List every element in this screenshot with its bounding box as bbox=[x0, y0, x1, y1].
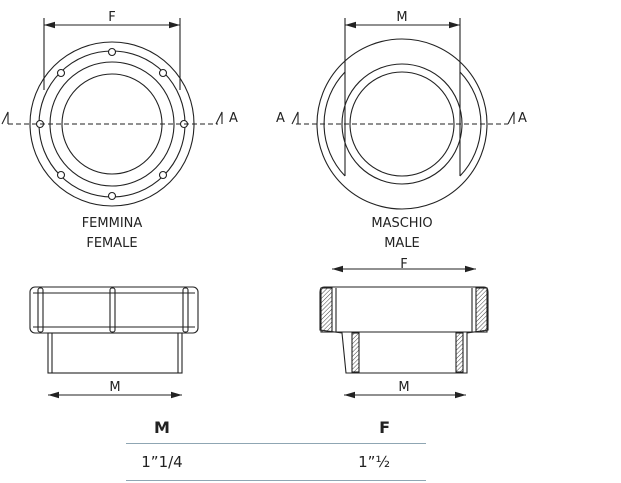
femmina-label: FEMMINA bbox=[82, 216, 143, 231]
maschio-label: MASCHIO bbox=[371, 216, 432, 231]
male-label: MALE bbox=[384, 236, 420, 251]
male-dim-label: M bbox=[396, 10, 407, 25]
male-side-top-dim: F bbox=[400, 257, 407, 272]
male-section-view bbox=[319, 265, 489, 399]
table-header: M F bbox=[126, 412, 426, 444]
size-table: M F 1”1/4 1”½ bbox=[126, 412, 426, 481]
male-top-view bbox=[291, 18, 515, 210]
cell-f: 1”½ bbox=[358, 453, 390, 471]
header-f: F bbox=[379, 418, 390, 437]
male-side-bottom-dim: M bbox=[398, 380, 409, 395]
female-top-view bbox=[1, 18, 223, 207]
table-row: 1”1/4 1”½ bbox=[126, 444, 426, 481]
female-side-view bbox=[29, 286, 199, 399]
female-label: FEMALE bbox=[86, 236, 137, 251]
section-label-a: A bbox=[518, 111, 527, 126]
header-m: M bbox=[154, 418, 170, 437]
section-label-a: A bbox=[229, 111, 238, 126]
cell-m: 1”1/4 bbox=[141, 453, 183, 471]
female-side-dim: M bbox=[109, 380, 120, 395]
section-label-a: A bbox=[276, 111, 285, 126]
female-dim-label: F bbox=[108, 10, 115, 25]
